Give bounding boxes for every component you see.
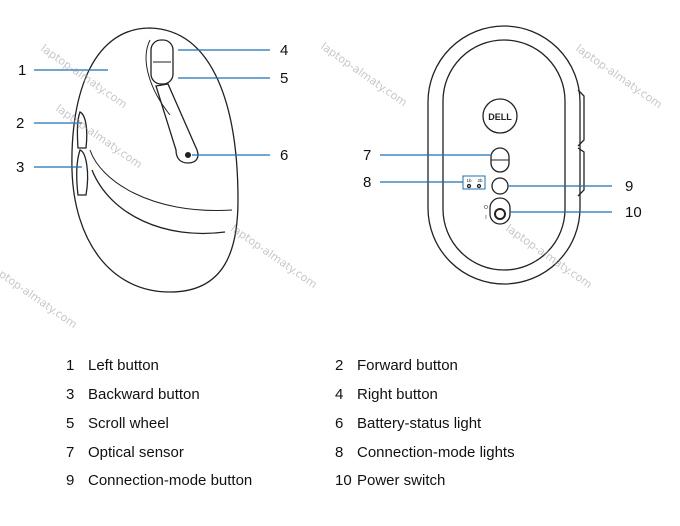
mode-light-label-2: 2b	[477, 178, 483, 183]
mouse-diagram: 1 2 3 4 5 6 DELL 1b 2b O I 7 8 9 10	[0, 25, 665, 331]
callout-lines-left	[34, 49, 270, 168]
callout-5: 5	[280, 70, 288, 87]
callout-2: 2	[16, 115, 24, 132]
watermark: laptop-almaty.com	[53, 102, 144, 171]
watermark: laptop-almaty.com	[0, 262, 80, 331]
watermark: laptop-almaty.com	[503, 222, 594, 291]
callout-9: 9	[625, 178, 633, 195]
dell-logo: DELL	[488, 112, 512, 122]
callout-4: 4	[280, 42, 288, 59]
callout-3: 3	[16, 159, 24, 176]
power-symbol-on: I	[485, 215, 486, 221]
power-symbol-off: O	[484, 205, 488, 211]
watermark: laptop-almaty.com	[318, 40, 409, 109]
watermark: laptop-almaty.com	[38, 42, 129, 111]
watermark: laptop-almaty.com	[228, 222, 319, 291]
watermark: laptop-almaty.com	[573, 42, 664, 111]
mouse-bottom-view	[427, 25, 585, 285]
callout-8: 8	[363, 174, 371, 191]
callout-6: 6	[280, 147, 288, 164]
mode-light-label-1: 1b	[466, 178, 472, 183]
callout-1: 1	[18, 62, 26, 79]
mouse-top-view	[71, 27, 239, 293]
callout-10: 10	[625, 204, 642, 221]
callout-lines-right	[380, 154, 612, 213]
callout-7: 7	[363, 147, 371, 164]
